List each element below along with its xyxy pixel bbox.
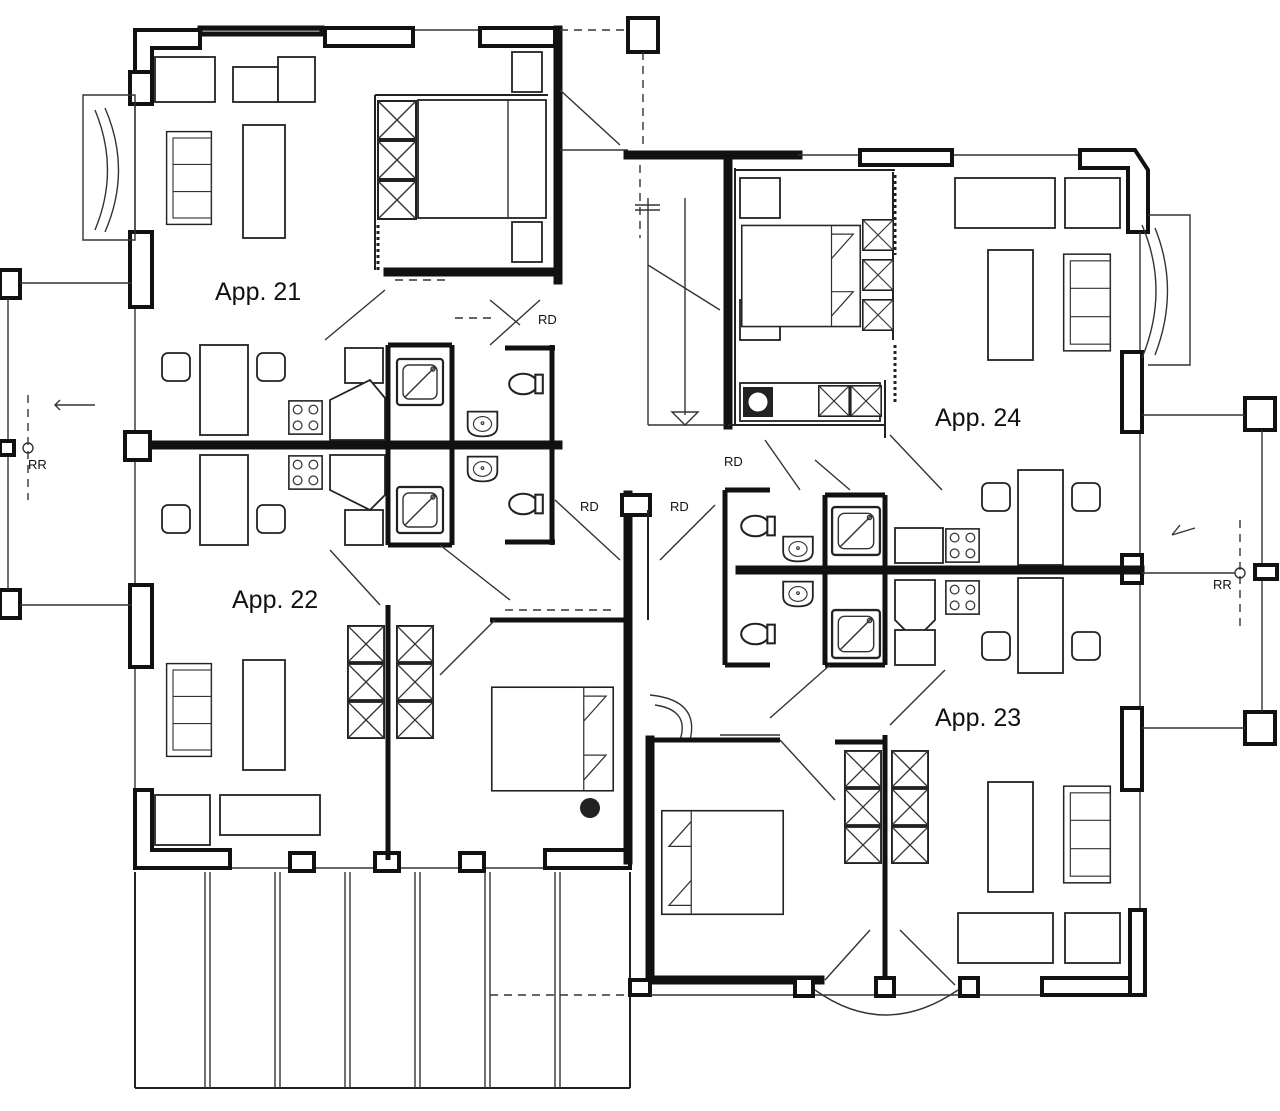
apartment-label-24: App. 24: [935, 404, 1021, 432]
left-balcony: [82, 94, 136, 241]
right-building-walls: [628, 148, 1150, 998]
right-balcony: [1141, 214, 1191, 366]
apartment-label-23: App. 23: [935, 704, 1021, 732]
rr-label-right: RR: [1213, 577, 1232, 592]
apartment-label-22: App. 22: [232, 586, 318, 614]
left-door-swings: [324, 289, 621, 676]
app24-furniture: [739, 177, 1121, 566]
stairwell: [559, 16, 803, 743]
apartment-label-21: App. 21: [215, 278, 301, 306]
left-entrance: [0, 268, 132, 620]
rd-label-2: RD: [580, 499, 599, 514]
app21-furniture: [154, 51, 547, 441]
rd-label-1: RD: [538, 312, 557, 327]
rd-label-4: RD: [724, 454, 743, 469]
app22-furniture: [154, 454, 615, 846]
app23-furniture: [660, 577, 1121, 964]
rd-label-3: RD: [670, 499, 689, 514]
bottom-terrace: [134, 872, 631, 1089]
right-door-swings: [376, 175, 959, 1016]
rr-label-left: RR: [28, 457, 47, 472]
right-entrance: [1142, 396, 1279, 746]
